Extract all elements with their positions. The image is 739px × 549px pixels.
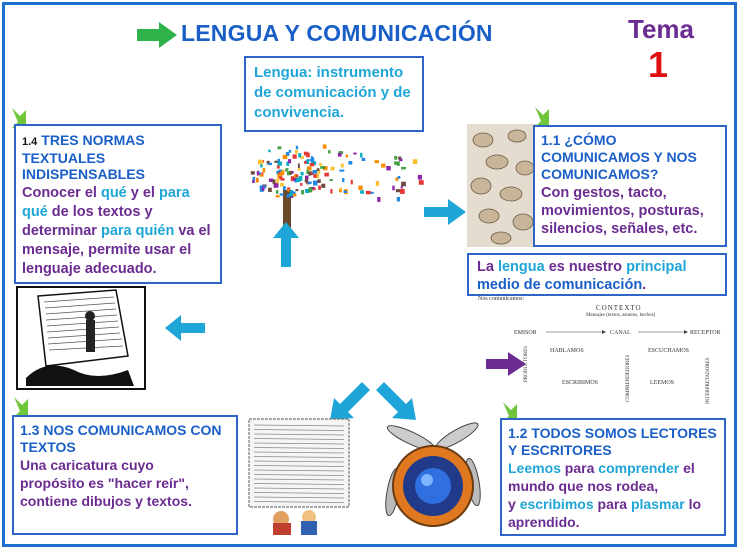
body-text: y el	[126, 185, 159, 201]
body-text: .	[642, 277, 647, 293]
hands-gestures-illustration	[467, 124, 539, 247]
body-text: lo aprendido.	[508, 496, 702, 530]
section-number-badge: 1.4	[22, 136, 38, 148]
comic-illustration	[16, 286, 146, 390]
tres-normas-heading: TRES NORMAS TEXTUALES INDISPENSABLES	[22, 132, 145, 182]
down-left-arrow-icon	[330, 382, 370, 420]
diagram-contexto: CONTEXTO	[596, 304, 642, 312]
lectores-escritores-heading: 1.2 TODOS SOMOS LECTORES Y ESCRITORES	[508, 425, 717, 458]
box-como-comunicamos: 1.1 ¿CÓMO COMUNICAMOS Y NOS COMUNICAMOS?…	[533, 125, 727, 247]
body-text: Conocer el	[22, 185, 101, 201]
body-text: de los textos y determinar	[22, 204, 153, 239]
green-arrow-down-icon	[503, 402, 517, 422]
como-comunicamos-heading: 1.1 ¿CÓMO COMUNICAMOS Y NOS COMUNICAMOS?	[541, 132, 697, 182]
center-definition-text: Lengua: instrumento de comunicación y de…	[254, 64, 411, 121]
diagram-arrows	[546, 330, 688, 334]
green-arrow-right-icon	[137, 22, 177, 48]
purple-arrow-icon	[486, 352, 526, 376]
keyword-comprender: comprender	[598, 460, 680, 476]
comunicamos-textos-body: Una caricatura cuyo propósito es "hacer …	[20, 457, 192, 509]
diagram-contexto-sub: Mensajes (textos, asuntos, hechos)	[586, 313, 656, 318]
word-tree-illustration	[250, 144, 424, 228]
diagram-hablamos: HABLAMOS	[550, 348, 584, 354]
dreamcatcher-illustration	[385, 422, 481, 527]
keyword-que: qué	[100, 185, 127, 201]
body-text: para	[593, 496, 631, 512]
right-arrow-icon	[424, 199, 466, 225]
left-arrow-icon	[165, 315, 205, 341]
body-text: es nuestro	[544, 259, 627, 275]
lectores-escritores-body: Leemos para comprender el mundo que nos …	[508, 459, 718, 531]
green-arrow-down-icon	[535, 107, 549, 127]
caricature-illustration	[248, 418, 350, 535]
body-text: para	[560, 460, 599, 476]
keyword-leemos: Leemos	[508, 460, 561, 476]
tres-normas-body: Conocer el qué y el para qué de los text…	[22, 184, 214, 279]
green-arrow-down-icon	[12, 108, 26, 128]
keyword-lengua: lengua	[497, 259, 545, 275]
comunicamos-textos-heading: 1.3 NOS COMUNICAMOS CON TEXTOS	[20, 422, 222, 455]
green-arrow-down-icon	[14, 397, 28, 417]
diagram-canal: CANAL	[610, 330, 631, 336]
diagram-emisor: EMISOR	[514, 330, 537, 336]
tema-number: 1	[648, 44, 669, 85]
box-comunicamos-textos: 1.3 NOS COMUNICAMOS CON TEXTOS Una caric…	[12, 415, 238, 535]
box-lengua-principal: La lengua es nuestro principal medio de …	[467, 253, 727, 296]
keyword-para-que: para qué	[22, 185, 190, 220]
diagram-receptor: RECEPTOR	[690, 330, 721, 336]
keyword-principal: principal	[626, 259, 687, 275]
down-right-arrow-icon	[376, 382, 416, 420]
body-text: el mundo que nos rodea,	[508, 460, 695, 494]
body-text: y	[508, 496, 520, 512]
keyword-para-quien: para quién	[100, 223, 175, 239]
tema-label: Tema	[628, 14, 694, 44]
diagram-note: Nos comunicamos:	[478, 296, 525, 302]
body-text: La	[477, 259, 498, 275]
body-text: va el mensaje, permite usar el lenguaje …	[22, 223, 211, 277]
diagram-escuchamos: ESCUCHAMOS	[648, 348, 690, 354]
keyword-escribimos: escribimos	[519, 496, 594, 512]
diagram-interpretadores: INTERPRETADORES	[706, 357, 711, 404]
keyword-plasmar: plasmar	[630, 496, 685, 512]
body-text: medio de comunicación	[477, 277, 643, 293]
diagram-comprendedores: COMPRENDEDORES	[626, 354, 631, 402]
diagram-escribimos: ESCRIBIMOS	[562, 380, 599, 386]
center-definition-box: Lengua: instrumento de comunicación y de…	[244, 56, 424, 132]
communication-diagram: Nos comunicamos: CONTEXTO Mensajes (text…	[478, 296, 733, 408]
como-comunicamos-body: Con gestos, tacto, movimientos, posturas…	[541, 185, 704, 237]
box-lectores-escritores: 1.2 TODOS SOMOS LECTORES Y ESCRITORES Le…	[500, 418, 726, 536]
up-arrow-icon	[273, 222, 299, 267]
diagram-leemos: LEEMOS	[650, 380, 674, 386]
page-title: LENGUA Y COMUNICACIÓN	[181, 20, 493, 46]
lengua-principal-text: La lengua es nuestro principal medio de …	[477, 258, 717, 294]
